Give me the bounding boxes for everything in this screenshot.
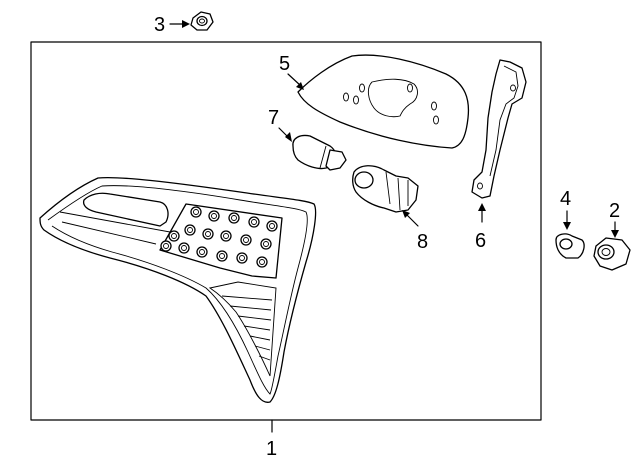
part-6-bracket[interactable] — [471, 59, 527, 199]
callout-8: 8 — [402, 210, 428, 253]
callout-2: 2 — [609, 200, 620, 238]
callout-6-label: 6 — [475, 230, 486, 252]
part-8-socket[interactable] — [352, 165, 419, 213]
part-3-nut[interactable] — [190, 11, 214, 31]
callout-7-label: 7 — [268, 107, 279, 129]
callout-2-label: 2 — [609, 200, 620, 222]
callout-5: 5 — [279, 53, 304, 90]
callout-4: 4 — [560, 188, 571, 230]
part-5-gasket[interactable] — [297, 54, 470, 149]
part-7-bulb[interactable] — [292, 134, 347, 171]
callout-7: 7 — [268, 107, 292, 142]
part-4-grommet[interactable] — [555, 233, 585, 259]
led-grid — [160, 206, 278, 268]
callout-8-label: 8 — [417, 231, 428, 253]
assembly-frame — [30, 41, 542, 421]
callout-4-label: 4 — [560, 188, 571, 210]
callout-3-label: 3 — [154, 14, 165, 36]
callout-1: 1 — [266, 419, 277, 460]
callout-6: 6 — [475, 203, 486, 252]
callout-1-label: 1 — [266, 438, 277, 460]
callout-3: 3 — [154, 14, 190, 36]
callout-5-label: 5 — [279, 53, 290, 75]
part-2-nut[interactable] — [593, 237, 631, 271]
part-1-tail-lamp[interactable] — [39, 176, 317, 403]
